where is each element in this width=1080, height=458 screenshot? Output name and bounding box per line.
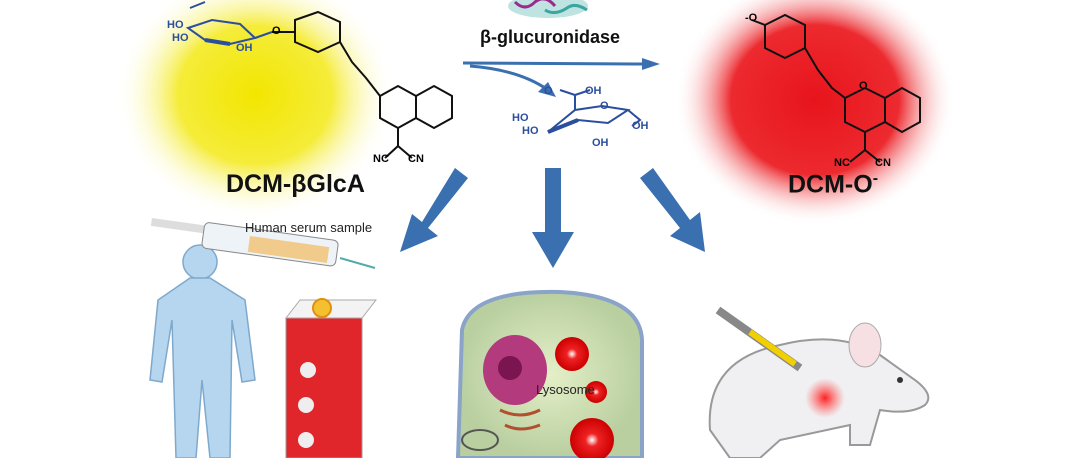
product-structure	[751, 13, 921, 163]
atom-label: OH	[592, 137, 609, 149]
human-silhouette	[149, 244, 256, 458]
lysosome-label: Lysosome	[536, 382, 595, 397]
atom-label: OH	[585, 85, 602, 97]
arrow-to-serum	[400, 168, 468, 252]
glucuronic-acid-structure	[547, 89, 642, 134]
atom-label: -O	[745, 12, 758, 24]
reaction-arrow	[462, 58, 660, 97]
atom-label: NC	[834, 157, 850, 169]
enzyme-protein-icon	[508, 0, 588, 18]
atom-label: HO	[512, 112, 529, 124]
atom-label: NC	[373, 153, 389, 165]
enzyme-label: β-glucuronidase	[480, 27, 621, 47]
atom-label: O	[544, 85, 553, 97]
atom-label: HO	[522, 125, 539, 137]
atom-label: O	[859, 80, 868, 92]
atom-label: CN	[875, 157, 891, 169]
atom-label: O	[600, 100, 609, 112]
product-glow	[675, 0, 955, 225]
application-arrows	[400, 168, 705, 268]
atom-label: OH	[632, 120, 649, 132]
substrate-structure	[185, 1, 453, 159]
syringe-icon	[150, 218, 376, 269]
atom-label: HO	[167, 19, 184, 31]
mouse-icon	[708, 306, 930, 458]
substrate-name: DCM-βGlcA	[226, 170, 365, 198]
arrow-to-mouse	[640, 168, 705, 252]
product-charge: -	[872, 170, 879, 187]
serum-label: Human serum sample	[245, 220, 373, 235]
product-name: DCM-O-	[788, 170, 878, 199]
cell-icon	[455, 289, 644, 458]
atom-label: CN	[408, 153, 424, 165]
arrow-to-cell	[532, 168, 574, 268]
atom-label: HO	[172, 32, 189, 44]
substrate-glow	[115, 0, 395, 220]
cuvette-icon	[284, 298, 378, 458]
product-name-main: DCM-O	[788, 170, 873, 199]
atom-label: OH	[236, 42, 253, 54]
atom-label: O	[272, 25, 281, 37]
